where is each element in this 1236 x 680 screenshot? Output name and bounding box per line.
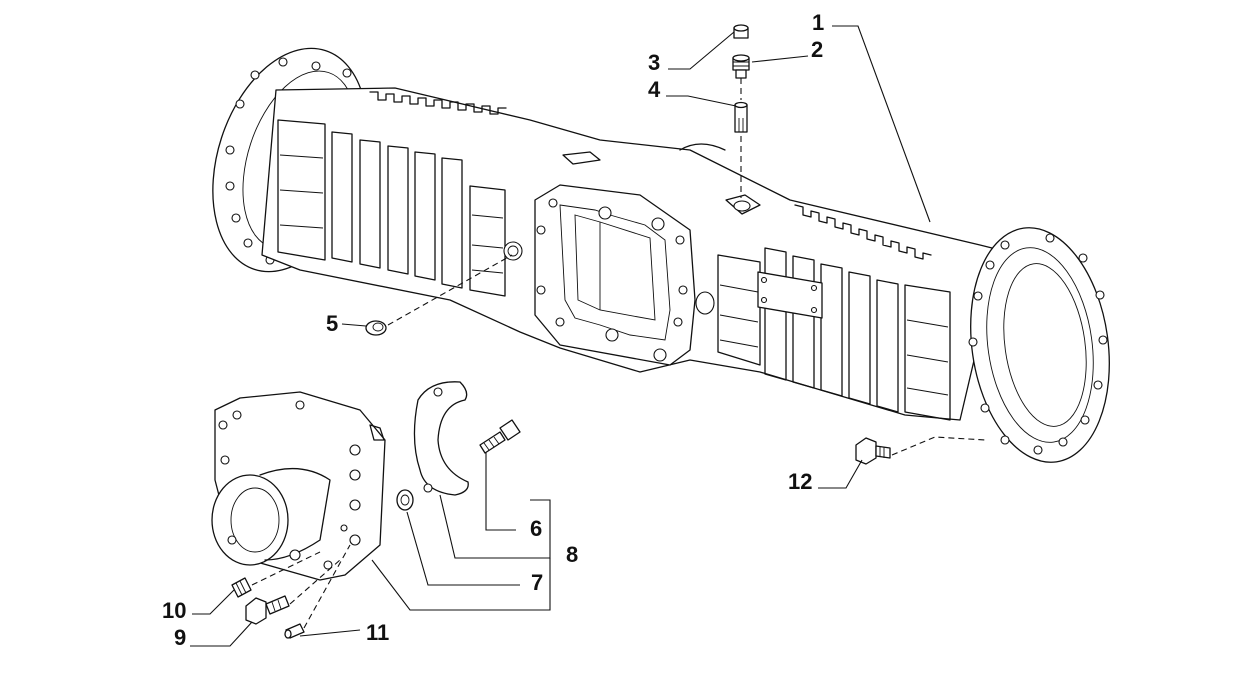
breather-pipe: [734, 101, 748, 133]
screw-9: [245, 595, 290, 625]
callout-7: 7: [531, 570, 543, 595]
callout-12: 12: [788, 469, 812, 494]
callout-1: 1: [812, 10, 824, 35]
left-flange-bolt-holes: [225, 57, 352, 265]
plug-12-assembly-line: [891, 436, 986, 456]
screw-6: [479, 419, 521, 454]
name-plate: [757, 271, 823, 319]
callout-6: 6: [530, 516, 542, 541]
callout-4: 4: [648, 77, 661, 102]
differential-opening: [534, 184, 696, 366]
leader-lines: [190, 25, 931, 647]
right-ribs: [717, 247, 951, 421]
breather-fitting: [732, 54, 750, 79]
right-flange-bolt-holes: [968, 233, 1108, 455]
callout-2: 2: [811, 37, 823, 62]
callout-8: 8: [566, 542, 578, 567]
bushing-7: [396, 489, 414, 511]
left-ribs: [277, 119, 506, 297]
callout-11: 11: [366, 620, 389, 645]
bearing-cap-8: [413, 381, 469, 496]
drain-plug-5: [365, 320, 387, 336]
callout-labels: 1 2 3 4 5 6 7 8 9 10 11 12: [162, 10, 824, 650]
plug-10: [231, 577, 252, 598]
level-plug-12: [855, 437, 891, 465]
plug-5-assembly-line: [387, 254, 513, 326]
callout-5: 5: [326, 311, 338, 336]
differential-carrier: [211, 391, 386, 581]
callout-3: 3: [648, 50, 660, 75]
carrier-assembly-lines: [251, 544, 351, 629]
breather-cap: [733, 24, 749, 39]
callout-9: 9: [174, 625, 186, 650]
callout-10: 10: [162, 598, 186, 623]
pin-11: [284, 623, 305, 639]
axle-housing: [212, 47, 1110, 463]
